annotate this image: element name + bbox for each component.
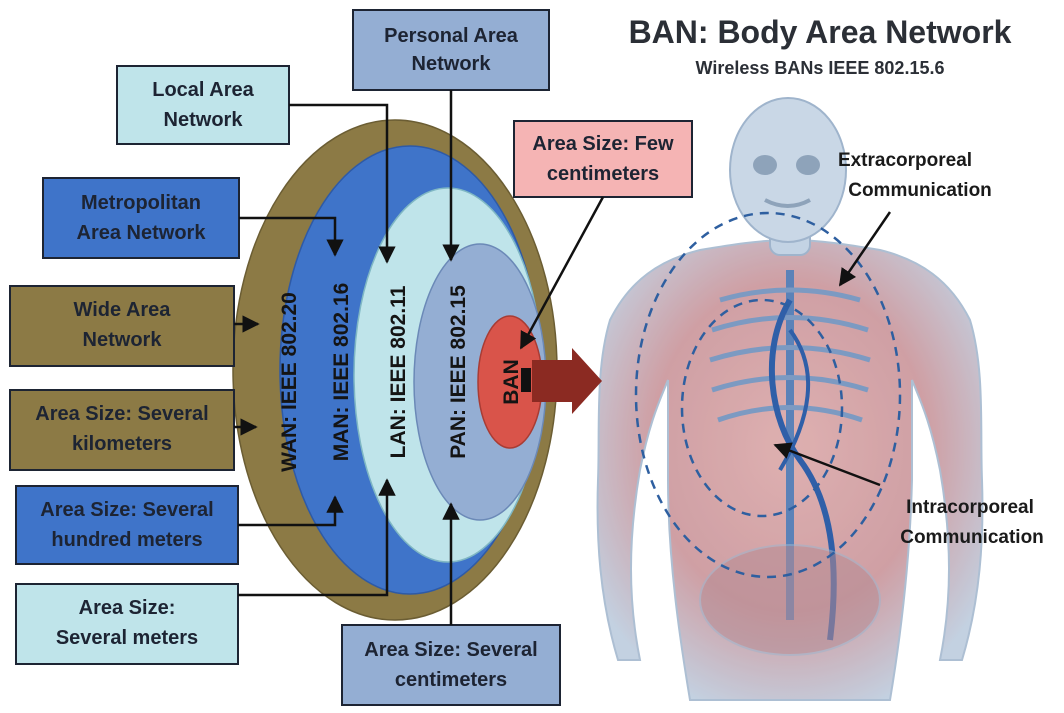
- box-area-size-few-centimeters: Area Size: Few centimeters: [514, 121, 692, 197]
- box-area-size-meters-line1: Area Size:: [79, 597, 176, 619]
- box-area-size-meters-line2: Several meters: [56, 627, 198, 649]
- box-local-area-network-line1: Local Area: [152, 79, 254, 101]
- box-area-size-few-centimeters-line2: centimeters: [547, 163, 659, 185]
- box-area-size-kilometers-line1: Area Size: Several: [35, 403, 208, 425]
- ban-core-label: BAN: [500, 359, 523, 405]
- box-local-area-network-line2: Network: [164, 109, 244, 131]
- box-area-size-centimeters-line1: Area Size: Several: [364, 639, 537, 661]
- box-area-size-centimeters-line2: centimeters: [395, 669, 507, 691]
- box-personal-area-network-line1: Personal Area: [384, 25, 519, 47]
- wan-ring-label: WAN: IEEE 802.20: [278, 292, 301, 472]
- pan-ring-label: PAN: IEEE 802.15: [447, 285, 470, 459]
- box-area-size-centimeters: Area Size: Several centimeters: [342, 625, 560, 705]
- extracorporeal-label-line1: Extracorporeal: [838, 150, 972, 171]
- box-metropolitan-area-network-line1: Metropolitan: [81, 192, 201, 214]
- box-personal-area-network: Personal Area Network: [353, 10, 549, 90]
- box-metropolitan-area-network-line2: Area Network: [77, 222, 207, 244]
- lan-ring-label: LAN: IEEE 802.11: [387, 285, 410, 458]
- man-ring-label: MAN: IEEE 802.16: [330, 283, 353, 462]
- box-area-size-kilometers: Area Size: Several kilometers: [10, 390, 234, 470]
- intracorporeal-label-line1: Intracorporeal: [906, 497, 1034, 518]
- box-area-size-kilometers-line2: kilometers: [72, 433, 172, 455]
- box-local-area-network: Local Area Network: [117, 66, 289, 144]
- box-wide-area-network: Wide Area Network: [10, 286, 234, 366]
- box-area-size-hundred-meters-line1: Area Size: Several: [40, 499, 213, 521]
- box-wide-area-network-line1: Wide Area: [74, 299, 172, 321]
- box-area-size-few-centimeters-line1: Area Size: Few: [532, 133, 674, 155]
- box-personal-area-network-line2: Network: [412, 53, 492, 75]
- intracorporeal-label-line2: Communication: [900, 527, 1044, 548]
- box-area-size-meters: Area Size: Several meters: [16, 584, 238, 664]
- box-metropolitan-area-network: Metropolitan Area Network: [43, 178, 239, 258]
- ban-arrow-stub: [521, 368, 531, 392]
- extracorporeal-label-line2: Communication: [848, 180, 992, 201]
- box-area-size-hundred-meters-line2: hundred meters: [51, 529, 202, 551]
- box-wide-area-network-line2: Network: [83, 329, 163, 351]
- box-area-size-hundred-meters: Area Size: Several hundred meters: [16, 486, 238, 564]
